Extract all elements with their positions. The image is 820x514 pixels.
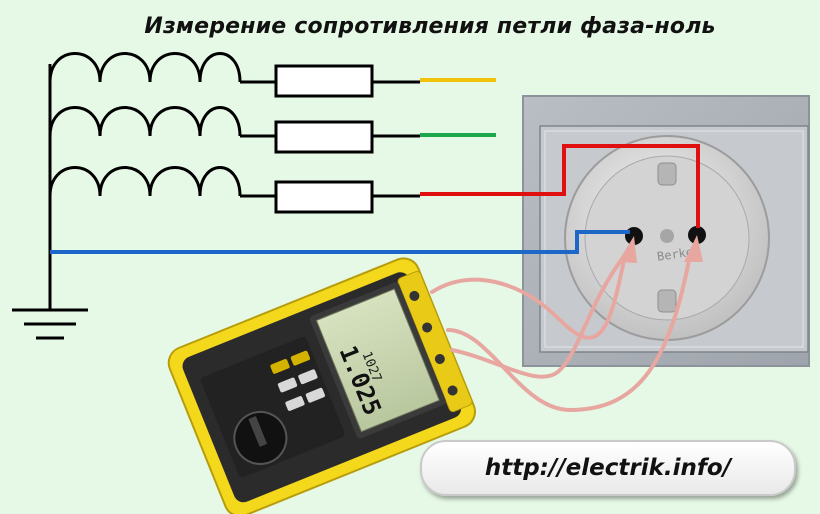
url-badge[interactable]: http://electrik.info/ <box>420 440 796 496</box>
phase-c-wire <box>420 144 700 228</box>
diagram-title: Измерение сопротивления петли фаза-ноль <box>144 14 716 39</box>
transformer-coil-icon <box>48 52 242 197</box>
neutral-wire <box>50 230 630 254</box>
test-lead-arrows <box>618 235 703 263</box>
url-text: http://electrik.info/ <box>484 455 732 481</box>
feeder-lines <box>240 80 420 198</box>
test-leads <box>430 253 692 413</box>
ground-symbol-icon <box>12 308 88 340</box>
fuse-icon <box>274 64 374 214</box>
multimeter-icon: 1027 1.025 <box>167 257 476 514</box>
